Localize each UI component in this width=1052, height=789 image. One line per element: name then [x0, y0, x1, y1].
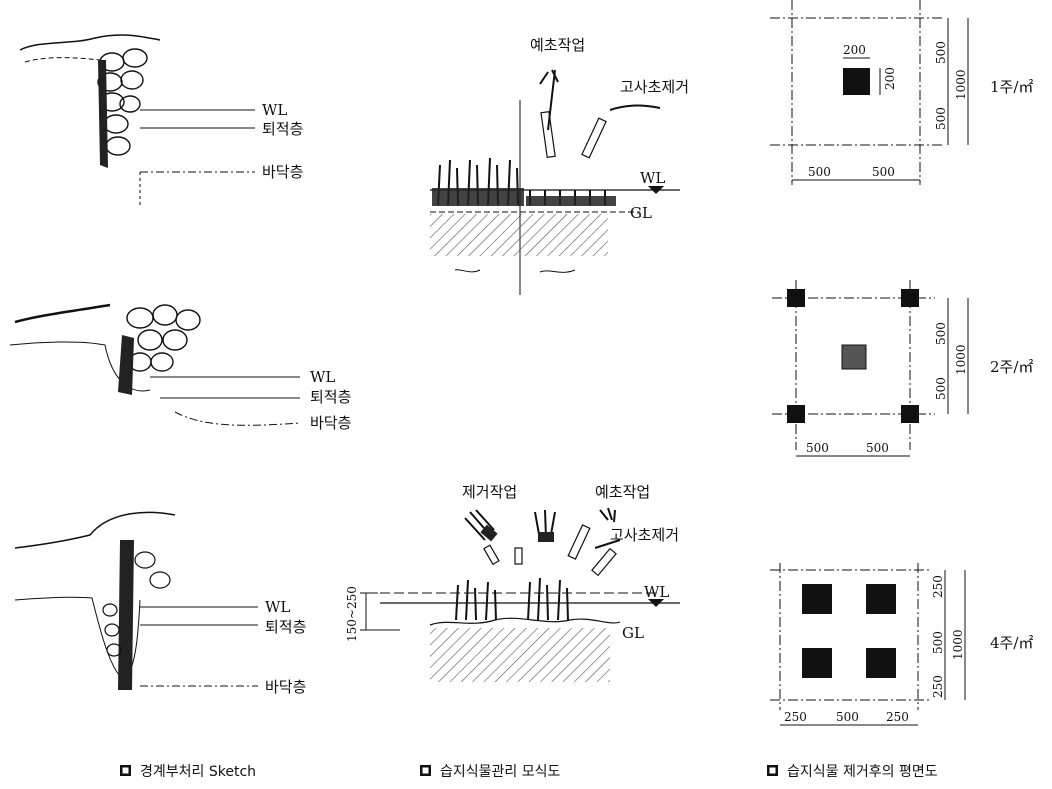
caption-boundary: 경계부처리 Sketch [120, 764, 256, 780]
plan4-dim-top: 250 [931, 575, 945, 598]
plan4-density: 4주/㎡ [990, 634, 1033, 652]
stone-wall [97, 48, 148, 168]
cut-plant-1 [539, 69, 559, 159]
plan-4: 250 500 250 1000 250 500 250 4주/㎡ [770, 563, 1033, 726]
wl-label-2: WL [310, 368, 335, 386]
plan-2: 500 500 1000 500 500 2주/㎡ [772, 280, 1033, 457]
plan4-dim-total: 1000 [951, 629, 965, 660]
plant-square-4c [802, 648, 832, 678]
caption-plan: 습지식물 제거후의 평면도 [767, 764, 938, 780]
plan1-dim-total: 1000 [954, 69, 968, 100]
mowing-label-1: 예초작업 [530, 36, 585, 54]
plan-1: 200 200 500 500 1000 500 500 1주/㎡ [770, 0, 1033, 185]
plan2-density: 2주/㎡ [990, 358, 1033, 376]
soil-hatch-2 [430, 628, 610, 682]
bottom-label-3: 바닥층 [265, 678, 306, 696]
bottom-pebbles-1 [454, 269, 576, 273]
plan2-dim-right: 500 [866, 441, 889, 455]
sediment-label-1: 퇴적층 [262, 120, 303, 138]
plant-square-2c [787, 405, 805, 423]
wall-shadow [98, 60, 108, 168]
plan4-dim-bottom: 250 [931, 675, 945, 698]
plan2-dim-top: 500 [934, 322, 948, 345]
boundary-sketch-2: WL 퇴적층 바닥층 [9, 303, 351, 432]
ground-surface-2 [429, 617, 621, 626]
stone-pile [118, 304, 201, 395]
plan1-plant-height: 200 [883, 67, 897, 90]
plan1-dim-bottom: 500 [934, 107, 948, 130]
dead-removal-label-2: 고사초제거 [610, 526, 679, 544]
mowing-label-2: 예초작업 [595, 483, 650, 501]
channel-stones [102, 551, 171, 657]
pile-shadow [118, 335, 134, 395]
reeds-cut-1 [526, 190, 616, 206]
caption-management-text: 습지식물관리 모식도 [440, 764, 560, 780]
plant-square-2-center [841, 344, 867, 370]
plant-square-4d [866, 648, 896, 678]
plan1-plant-width: 200 [843, 43, 866, 57]
plan2-dim-total: 1000 [954, 344, 968, 375]
bank-edge [24, 57, 101, 63]
plant-square-2a [787, 289, 805, 307]
wl-label-1: WL [262, 101, 287, 119]
plan4-dim-center: 500 [836, 710, 859, 724]
boundary-sketch-3: WL 퇴적층 바닥층 [14, 511, 306, 696]
grass-mound [14, 511, 176, 549]
soil-hatch-1 [430, 214, 608, 256]
ground-surface [14, 303, 111, 324]
caption-management: 습지식물관리 모식도 [420, 764, 560, 780]
dead-removal-label-1: 고사초제거 [620, 78, 689, 96]
caption-boundary-text: 경계부처리 Sketch [140, 764, 256, 780]
ground-grass-line [19, 34, 161, 51]
wl-label-m2: WL [644, 583, 669, 601]
boundary-sketches: WL 퇴적층 바닥층 WL 퇴적층 바닥층 [9, 34, 351, 696]
reeds-left-1 [432, 157, 524, 206]
sediment-label-2: 퇴적층 [310, 388, 351, 406]
removal-work-label: 제거작업 [462, 483, 517, 501]
bottom-label-1: 바닥층 [262, 163, 303, 181]
management-diagram-2: 제거작업 예초작업 고사초제거 WL [345, 483, 680, 682]
plant-square-2d [901, 405, 919, 423]
gl-label-m2: GL [622, 624, 644, 642]
wl-marker-2 [648, 599, 664, 607]
plan2-dim-bottom: 500 [934, 377, 948, 400]
plan4-dim-mid: 500 [931, 631, 945, 654]
pulled-clumps [464, 507, 621, 577]
plant-square-4a [802, 584, 832, 614]
wl-label-3: WL [265, 598, 290, 616]
wall-post [118, 540, 134, 690]
plant-square-1 [843, 68, 870, 95]
plan4-dim-left: 250 [784, 710, 807, 724]
plan1-dim-top: 500 [934, 41, 948, 64]
management-diagram-1: 예초작업 고사초제거 WL GL [430, 36, 689, 295]
plant-square-4b [866, 584, 896, 614]
plan-views: 200 200 500 500 1000 500 500 1주/㎡ 500 [770, 0, 1033, 726]
wl-marker-1 [648, 186, 664, 194]
caption-plan-text: 습지식물 제거후의 평면도 [787, 764, 938, 780]
boundary-sketch-1: WL 퇴적층 바닥층 [19, 34, 303, 205]
gl-label-m1: GL [630, 204, 652, 222]
depth-dimension: 150~250 [345, 586, 400, 642]
plant-square-2b [901, 289, 919, 307]
plan2-dim-left: 500 [806, 441, 829, 455]
captions: 경계부처리 Sketch 습지식물관리 모식도 습지식물 제거후의 평면도 [120, 764, 938, 780]
management-diagrams: 예초작업 고사초제거 WL GL [345, 36, 689, 682]
wl-label-m1: WL [640, 169, 665, 187]
plan4-dim-right: 250 [886, 710, 909, 724]
sediment-label-3: 퇴적층 [265, 618, 306, 636]
depth-range-label: 150~250 [345, 586, 359, 642]
plan1-dim-left: 500 [808, 165, 831, 179]
dead-plant-1 [581, 104, 661, 159]
plan1-dim-right: 500 [872, 165, 895, 179]
plan1-density: 1주/㎡ [990, 78, 1033, 96]
bottom-label-2: 바닥층 [310, 414, 351, 432]
reed-clumps-2 [455, 577, 569, 621]
